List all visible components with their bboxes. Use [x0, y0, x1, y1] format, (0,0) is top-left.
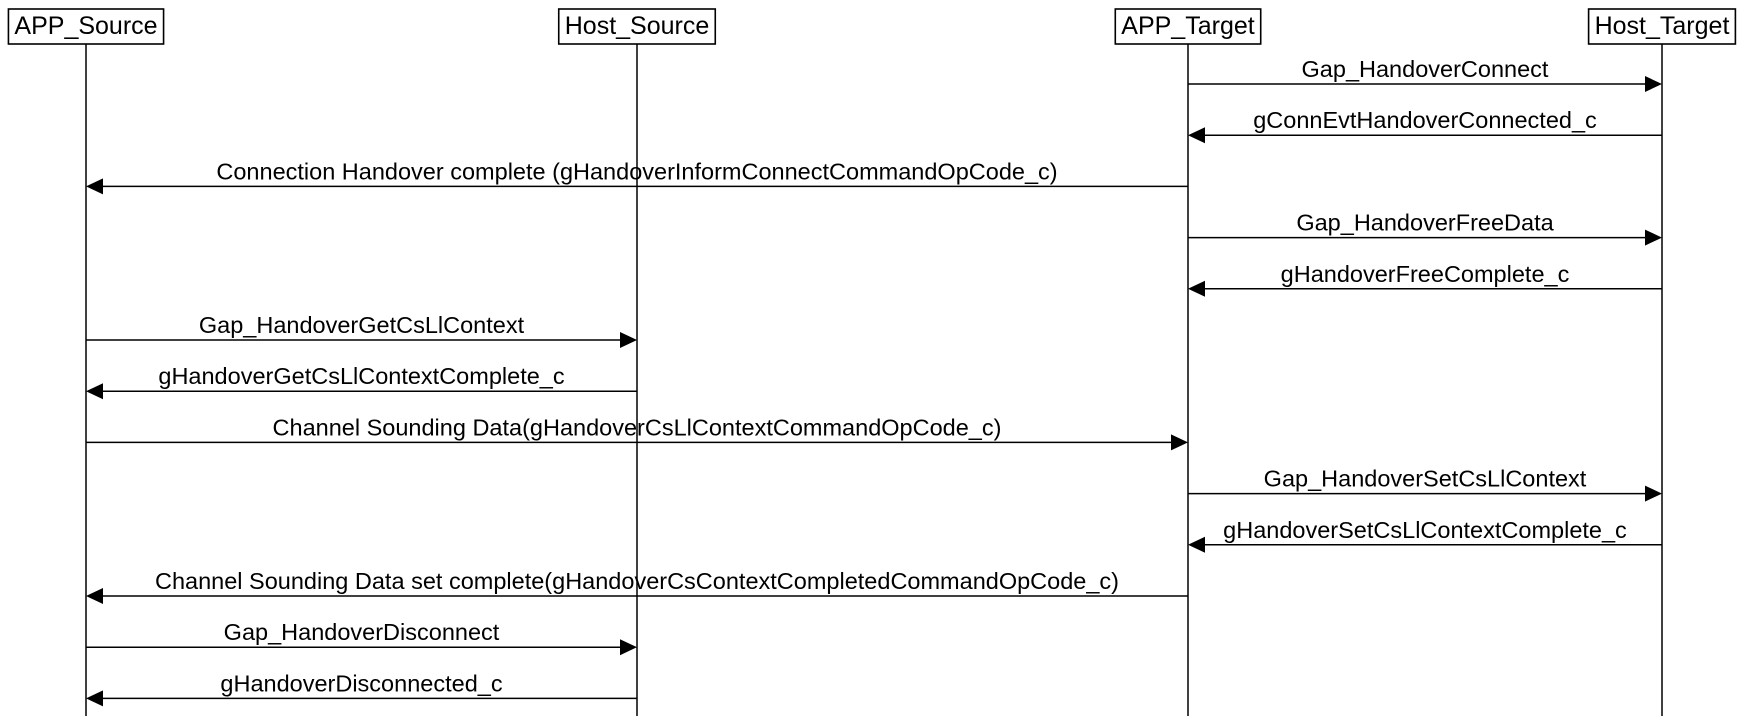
message-4: Gap_HandoverFreeData — [1188, 210, 1662, 246]
message-label: gHandoverFreeComplete_c — [1281, 261, 1570, 287]
message-3: Connection Handover complete (gHandoverI… — [86, 158, 1188, 195]
message-label: Gap_HandoverSetCsLlContext — [1264, 466, 1587, 492]
participant-box — [1114, 8, 1262, 45]
message-9: Gap_HandoverSetCsLlContext — [1188, 466, 1662, 502]
message-6: Gap_HandoverGetCsLlContext — [86, 312, 637, 348]
message-12: Gap_HandoverDisconnect — [86, 619, 637, 656]
arrowhead-icon — [86, 690, 103, 707]
message-11: Channel Sounding Data set complete(gHand… — [86, 568, 1188, 604]
message-2: gConnEvtHandoverConnected_c — [1188, 107, 1662, 144]
message-label: Gap_HandoverDisconnect — [224, 619, 500, 645]
message-label: gHandoverSetCsLlContextComplete_c — [1223, 517, 1627, 543]
participant-app-source: APP_Source — [7, 8, 165, 45]
participant-label: APP_Target — [1121, 12, 1254, 40]
arrowhead-icon — [1188, 536, 1205, 553]
participant-host-source: Host_Source — [557, 8, 717, 45]
message-label: Channel Sounding Data(gHandoverCsLlConte… — [273, 414, 1002, 440]
message-10: gHandoverSetCsLlContextComplete_c — [1188, 517, 1662, 553]
message-label: Channel Sounding Data set complete(gHand… — [155, 568, 1119, 594]
arrowhead-icon — [620, 332, 637, 348]
arrowhead-icon — [1188, 127, 1205, 144]
message-label: Gap_HandoverConnect — [1302, 56, 1549, 82]
arrowhead-icon — [86, 178, 103, 195]
participant-app-target: APP_Target — [1114, 8, 1262, 45]
message-7: gHandoverGetCsLlContextComplete_c — [86, 363, 637, 400]
arrowhead-icon — [86, 588, 103, 604]
arrowhead-icon — [86, 383, 103, 400]
arrowhead-icon — [1645, 485, 1662, 502]
participant-label: APP_Source — [14, 12, 157, 40]
message-13: gHandoverDisconnected_c — [86, 670, 637, 707]
participant-box — [1587, 8, 1737, 45]
arrowhead-icon — [1171, 434, 1188, 451]
arrowhead-icon — [1188, 280, 1205, 297]
message-label: Gap_HandoverGetCsLlContext — [199, 312, 525, 338]
message-8: Channel Sounding Data(gHandoverCsLlConte… — [86, 414, 1188, 451]
participant-box — [557, 8, 717, 45]
message-label: gConnEvtHandoverConnected_c — [1253, 107, 1597, 133]
participant-host-target: Host_Target — [1587, 8, 1737, 45]
participant-label: Host_Source — [565, 12, 710, 40]
message-5: gHandoverFreeComplete_c — [1188, 261, 1662, 297]
arrowhead-icon — [620, 639, 637, 656]
message-label: gHandoverGetCsLlContextComplete_c — [158, 363, 564, 389]
message-label: Gap_HandoverFreeData — [1296, 210, 1554, 236]
messages: Gap_HandoverConnect gConnEvtHandoverConne… — [86, 56, 1662, 707]
arrowhead-icon — [1645, 229, 1662, 246]
arrowhead-icon — [1645, 76, 1662, 92]
lifelines — [85, 44, 1663, 716]
message-label: gHandoverDisconnected_c — [220, 670, 502, 696]
message-label: Connection Handover complete (gHandoverI… — [216, 158, 1057, 184]
participants: APP_Source Host_Source APP_Target Host_Targ… — [7, 8, 1737, 45]
participant-label: Host_Target — [1595, 12, 1730, 40]
participant-box — [7, 8, 165, 45]
message-1: Gap_HandoverConnect — [1188, 56, 1662, 92]
